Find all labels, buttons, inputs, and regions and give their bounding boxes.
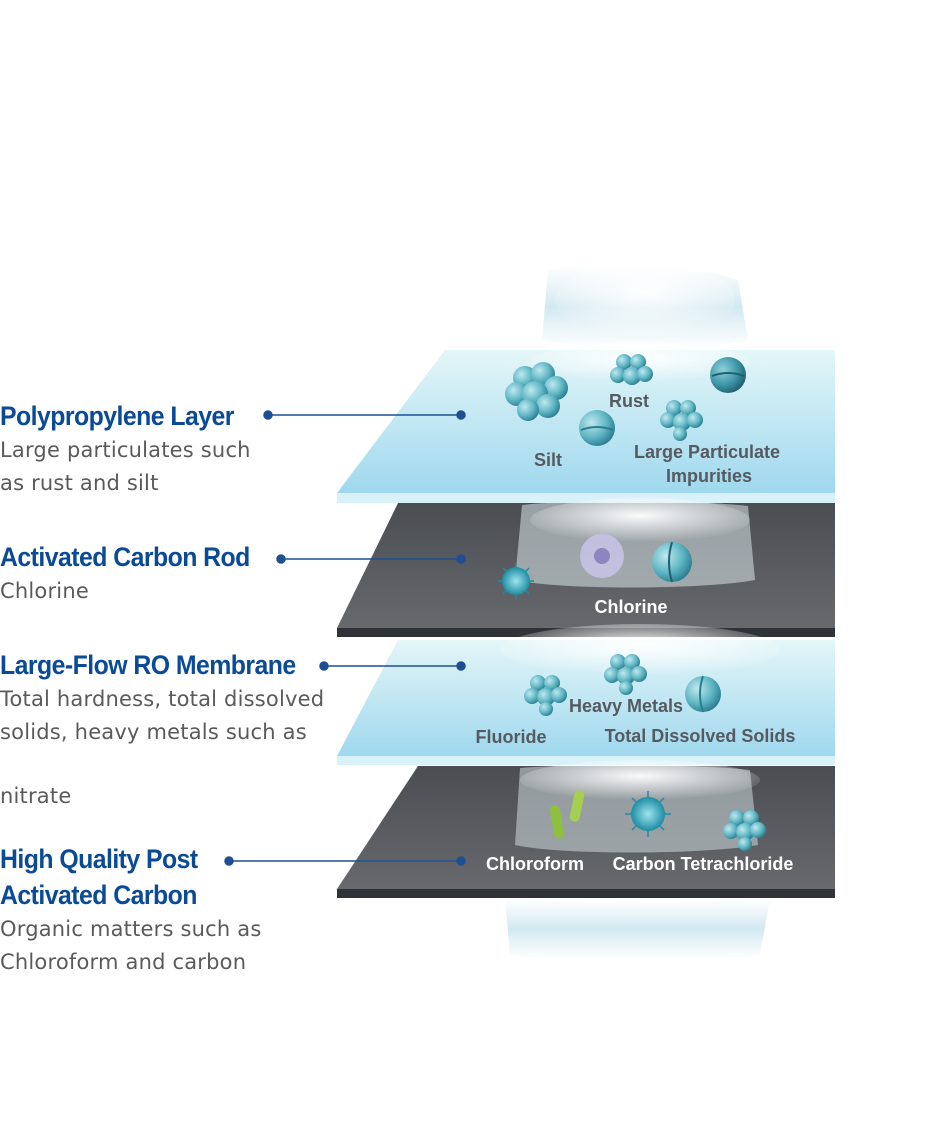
water-stream-top — [542, 260, 748, 349]
contaminant-label: Heavy Metals — [569, 696, 683, 716]
layer-description: Organic matters such as Chloroform and c… — [0, 913, 262, 979]
connector-dot — [224, 856, 234, 866]
connector-dot — [456, 661, 466, 671]
contaminant-label: Large Particulate — [634, 442, 780, 462]
connector-lines — [224, 410, 466, 866]
virus-icon — [498, 563, 534, 599]
layer-info-carbon-rod: Activated Carbon Rod Chlorine — [0, 539, 272, 608]
description-line: Total hardness, total dissolved — [0, 687, 325, 711]
connector-dot — [456, 410, 466, 420]
contaminant-label: Carbon Tetrachloride — [613, 854, 794, 874]
water-stream-bottom — [505, 898, 770, 961]
layer-title: High Quality Post — [0, 844, 198, 874]
layer-info-ro-membrane: Large-Flow RO Membrane Total hardness, t… — [0, 647, 324, 813]
layer-info-post-carbon: High Quality Post Activated Carbon Organ… — [0, 841, 262, 979]
connector-dot — [319, 661, 329, 671]
layer-title: Polypropylene Layer — [0, 401, 234, 431]
contaminant-label: Impurities — [666, 466, 752, 486]
connector-dot — [263, 410, 273, 420]
description-line: Large particulates such — [0, 438, 251, 462]
impurity-cluster-icon — [660, 400, 703, 441]
sphere-particle-icon — [652, 541, 692, 583]
rust-particle-icon — [610, 354, 653, 385]
contaminant-label: Silt — [534, 450, 562, 470]
fluoride-cluster-icon — [524, 675, 567, 716]
heavy-metal-cluster-icon — [604, 654, 647, 695]
organic-cluster-icon — [723, 810, 766, 851]
description-line: solids, heavy metals such as — [0, 720, 307, 744]
layer-info-polypropylene: Polypropylene Layer Large particulates s… — [0, 398, 254, 500]
virus-icon — [625, 791, 671, 837]
layer-title: Large-Flow RO Membrane — [0, 650, 296, 680]
layer-description: Total hardness, total dissolved solids, … — [0, 683, 324, 813]
description-line: Organic matters such as — [0, 917, 262, 941]
description-line: Chloroform and carbon — [0, 950, 247, 974]
layer-title: Activated Carbon — [0, 880, 197, 910]
sphere-particle-icon — [579, 357, 746, 446]
cell-icon — [580, 534, 624, 578]
cluster-particle-icon — [505, 362, 568, 421]
contaminant-label: Chloroform — [486, 854, 584, 874]
layer-title: Activated Carbon Rod — [0, 542, 250, 572]
bacteria-icon — [549, 790, 585, 839]
connector-dot — [276, 554, 286, 564]
contaminant-label: Rust — [609, 391, 649, 411]
contaminant-label: Chlorine — [594, 597, 667, 617]
connector-dot — [456, 554, 466, 564]
description-line: nitrate — [0, 784, 72, 808]
layer-description: Large particulates such as rust and silt — [0, 434, 254, 500]
layer-description: Chlorine — [0, 575, 272, 608]
sphere-particle-icon — [685, 675, 721, 713]
contaminant-label: Fluoride — [476, 727, 547, 747]
contaminant-label: Total Dissolved Solids — [605, 726, 796, 746]
description-line: as rust and silt — [0, 471, 159, 495]
connector-dot — [456, 856, 466, 866]
description-line: Chlorine — [0, 579, 89, 603]
